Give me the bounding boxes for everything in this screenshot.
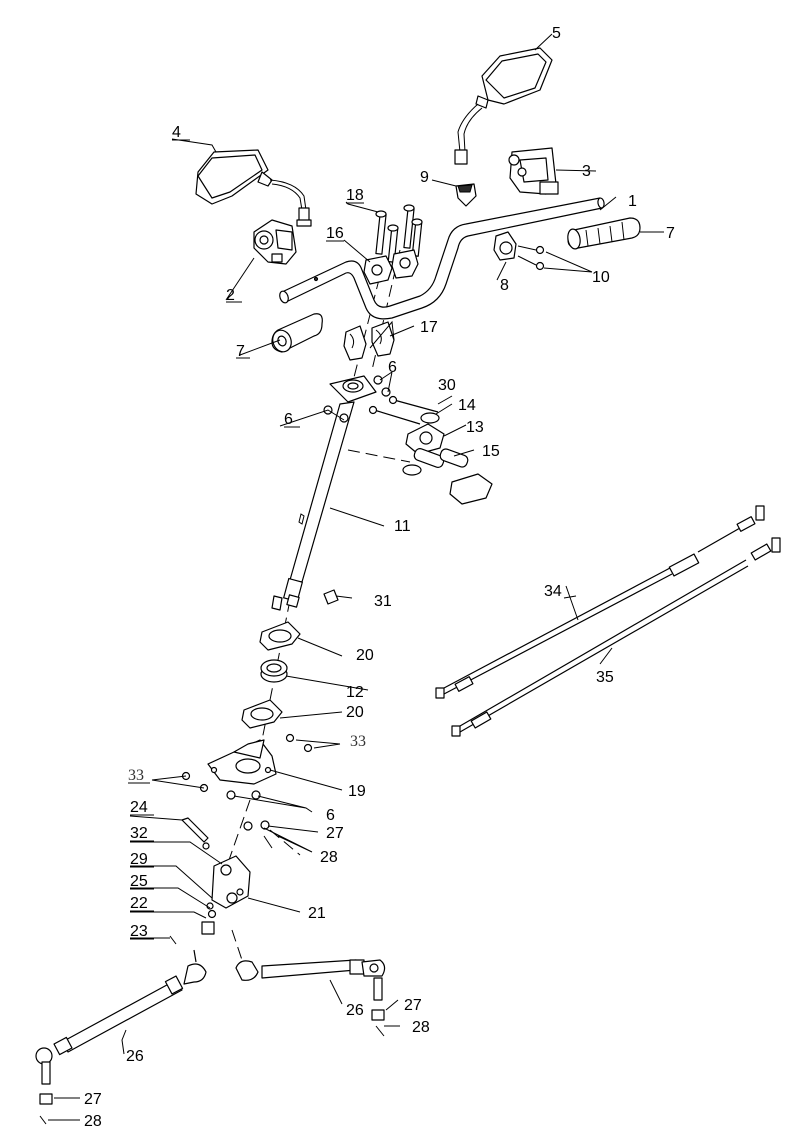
callout-29: 29 — [130, 851, 148, 868]
callout-20a: 20 — [356, 647, 374, 664]
callout-15: 15 — [482, 443, 500, 460]
bolt-31 — [271, 589, 339, 611]
right-control-switch — [508, 147, 559, 195]
callout-19: 19 — [348, 783, 366, 800]
cable-35 — [451, 537, 781, 737]
lever-bracket — [493, 231, 517, 261]
tie-rod-right — [235, 959, 386, 1037]
right-grip — [567, 217, 641, 250]
callout-26a: 26 — [126, 1048, 144, 1065]
callout-33a: 33 — [350, 733, 366, 750]
gasket-lower — [241, 699, 283, 729]
callout-3: 3 — [582, 163, 591, 180]
pitman-arm — [211, 855, 251, 909]
handlebar — [279, 197, 605, 320]
callout-10: 10 — [592, 269, 610, 286]
callout-28b: 28 — [412, 1019, 430, 1036]
callout-17: 17 — [420, 319, 438, 336]
callout-6a: 6 — [388, 359, 397, 376]
callout-22: 22 — [130, 895, 148, 912]
callout-7b: 7 — [236, 343, 245, 360]
bolts-33 — [181, 733, 313, 793]
callout-21: 21 — [308, 905, 326, 922]
callout-28c: 28 — [84, 1113, 102, 1130]
steering-bracket — [405, 423, 493, 505]
lower-handlebar-clamp — [343, 321, 395, 361]
callout-4: 4 — [172, 124, 181, 141]
callout-32: 32 — [130, 825, 148, 842]
bracket-screws — [517, 245, 545, 271]
callout-34: 34 — [544, 583, 562, 600]
right-mirror — [454, 47, 553, 165]
callout-14: 14 — [458, 397, 476, 414]
callout-27b: 27 — [404, 997, 422, 1014]
bolt-30 — [368, 395, 439, 425]
left-mirror — [195, 149, 312, 227]
o-ring — [402, 412, 440, 476]
callout-8: 8 — [500, 277, 509, 294]
small-hardware — [169, 902, 217, 945]
callout-26b: 26 — [346, 1002, 364, 1019]
callout-18: 18 — [346, 187, 364, 204]
label-underlines — [128, 139, 364, 940]
callout-9: 9 — [420, 169, 429, 186]
callout-28a: 28 — [320, 849, 338, 866]
callout-23: 23 — [130, 923, 148, 940]
callout-7a: 7 — [666, 225, 675, 242]
bearing — [260, 659, 288, 683]
cable-34 — [435, 505, 765, 699]
tie-rod-left — [35, 949, 207, 1125]
callout-2: 2 — [226, 287, 235, 304]
callout-27a: 27 — [326, 825, 344, 842]
callout-6c: 6 — [326, 807, 335, 824]
callout-labels: 1 2 3 4 5 6 6 6 7 7 8 9 10 11 12 13 14 1… — [84, 25, 675, 1130]
callout-24: 24 — [130, 799, 148, 816]
steering-column — [283, 375, 377, 608]
mirror-mount — [455, 183, 477, 207]
callout-13: 13 — [466, 419, 484, 436]
callout-35: 35 — [596, 669, 614, 686]
callout-11: 11 — [394, 518, 411, 535]
callout-25: 25 — [130, 873, 148, 890]
upper-handlebar-clamp — [363, 249, 419, 285]
left-control-switch — [253, 219, 297, 265]
callout-31: 31 — [374, 593, 392, 610]
callout-33b: 33 — [128, 767, 144, 784]
handlebar-clamp-bolts — [375, 204, 423, 263]
left-grip — [271, 313, 323, 353]
callout-1: 1 — [628, 193, 637, 210]
callout-5: 5 — [552, 25, 561, 42]
callout-12: 12 — [346, 684, 364, 701]
bolt-24 — [181, 817, 210, 850]
callout-27c: 27 — [84, 1091, 102, 1108]
gasket-upper — [259, 621, 301, 651]
callout-16: 16 — [326, 225, 344, 242]
callout-30: 30 — [438, 377, 456, 394]
mounting-plate — [207, 739, 277, 785]
callout-20b: 20 — [346, 704, 364, 721]
nuts-27-28 — [243, 820, 273, 849]
callout-6b: 6 — [284, 411, 293, 428]
